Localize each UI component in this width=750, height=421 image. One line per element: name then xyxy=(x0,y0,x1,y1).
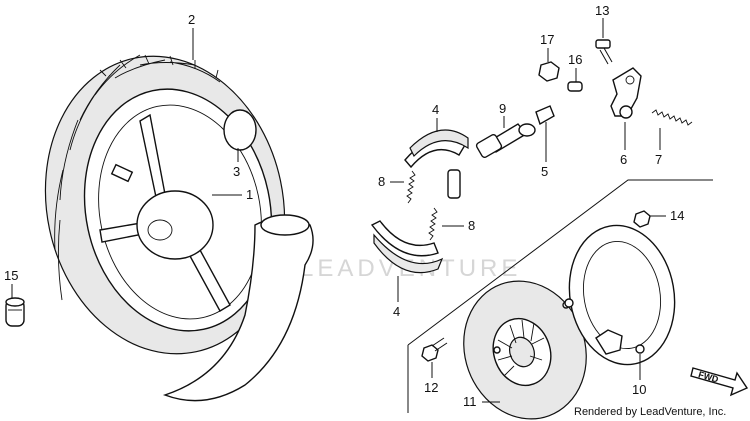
callout-12: 12 xyxy=(424,380,438,395)
callout-17: 17 xyxy=(540,32,554,47)
callout-4-upper: 4 xyxy=(432,102,439,117)
forward-label: FWD xyxy=(697,369,720,384)
callout-16: 16 xyxy=(568,52,582,67)
panel-bolt xyxy=(421,337,448,362)
callout-4-lower: 4 xyxy=(393,304,400,319)
bolt xyxy=(595,39,613,65)
callout-6: 6 xyxy=(620,152,627,167)
nut xyxy=(538,61,560,82)
section-boundary xyxy=(407,179,713,346)
brake-shoe-lower xyxy=(370,220,444,274)
dust-cover xyxy=(564,224,676,366)
brake-spring-lower xyxy=(428,207,438,241)
callout-3: 3 xyxy=(233,164,240,179)
callout-13: 13 xyxy=(595,3,609,18)
brake-panel xyxy=(463,280,587,420)
pin xyxy=(567,81,583,92)
brake-spring-upper xyxy=(406,170,416,204)
leader-lines xyxy=(11,18,666,403)
callout-9: 9 xyxy=(499,101,506,116)
brake-arm xyxy=(610,67,642,119)
callout-15: 15 xyxy=(4,268,18,283)
callout-7: 7 xyxy=(655,152,662,167)
return-spring xyxy=(651,109,693,126)
wheel-bolt xyxy=(110,163,134,183)
render-credit: Rendered by LeadVenture, Inc. xyxy=(574,406,726,418)
callout-14: 14 xyxy=(670,208,684,223)
callout-labels: 2 3 1 4 4 5 6 7 8 8 9 10 11 12 13 14 15 … xyxy=(4,3,684,409)
callout-11: 11 xyxy=(463,394,477,409)
wheel-hub xyxy=(136,190,214,260)
callout-8-upper: 8 xyxy=(378,174,385,189)
brake-shoe-upper xyxy=(404,129,469,199)
wear-indicator xyxy=(535,105,555,126)
wheel-assembly xyxy=(44,54,314,402)
brake-cam xyxy=(475,123,536,159)
tire-section-opening xyxy=(260,214,310,236)
tube-end xyxy=(223,109,257,151)
forward-arrow: FWD xyxy=(690,367,749,397)
callout-5: 5 xyxy=(541,164,548,179)
callout-2: 2 xyxy=(188,12,195,27)
tire-section xyxy=(162,216,314,402)
callout-8-lower: 8 xyxy=(468,218,475,233)
callout-1: 1 xyxy=(246,187,253,202)
tire-tread xyxy=(54,54,221,301)
panel-nut xyxy=(633,210,651,228)
valve-cap xyxy=(5,297,25,327)
callout-10: 10 xyxy=(632,382,646,397)
